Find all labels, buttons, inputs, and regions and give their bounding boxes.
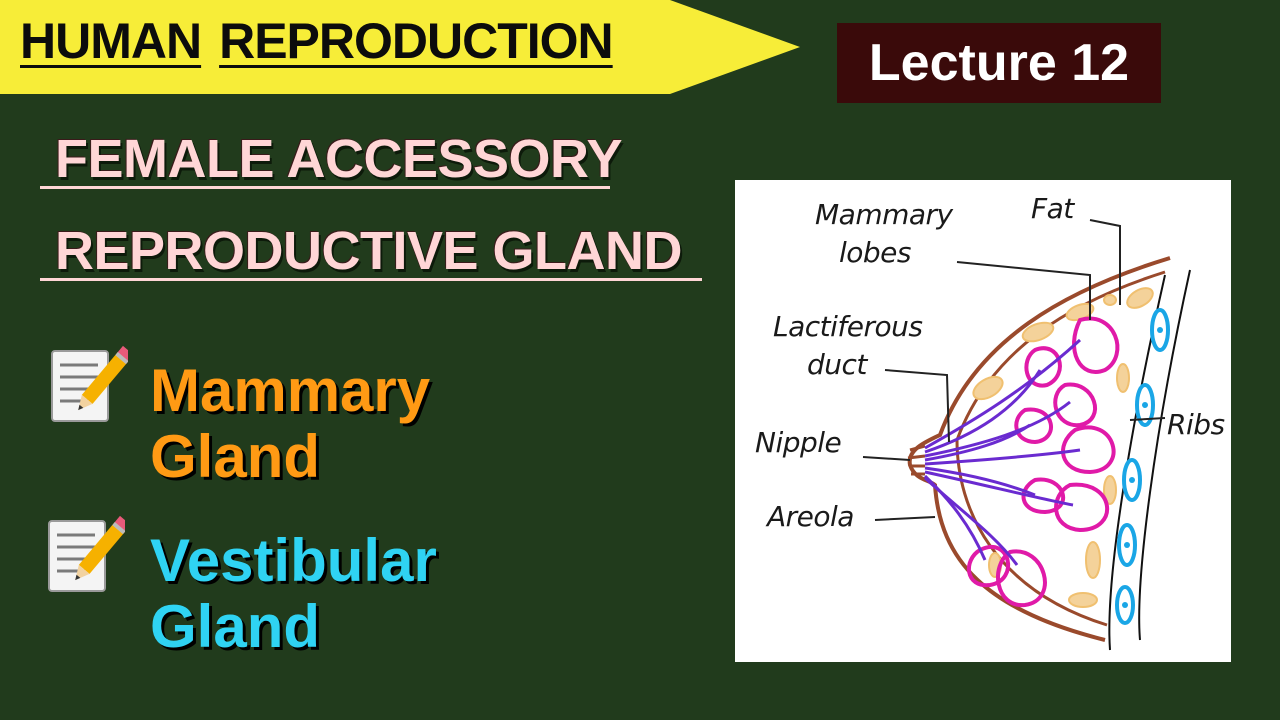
label-mammary: Mammary — [815, 198, 953, 231]
title-line-2: REPRODUCTIVE GLAND — [55, 221, 683, 281]
mammary-gland-diagram: Mammary lobes Fat Lactiferous duct Nippl… — [735, 180, 1231, 662]
memo-icon — [48, 515, 125, 592]
header-banner — [0, 0, 800, 94]
lecture-badge: Lecture 12 — [837, 23, 1161, 103]
title-underline-1 — [40, 186, 610, 189]
memo-icon — [51, 345, 128, 422]
label-ribs: Ribs — [1167, 408, 1225, 441]
header-word-human: HUMAN — [20, 13, 202, 69]
header-title: HUMAN REPRODUCTION — [20, 12, 614, 70]
label-duct: duct — [807, 348, 867, 381]
label-fat: Fat — [1031, 192, 1074, 225]
header-word-reproduction: REPRODUCTION — [219, 13, 614, 69]
mammary-gland-drawing — [862, 219, 1191, 651]
item-mammary-line2: Gland — [150, 423, 321, 490]
label-lactiferous: Lactiferous — [773, 310, 923, 343]
title-line-1: FEMALE ACCESSORY — [55, 129, 623, 189]
label-areola: Areola — [767, 500, 854, 533]
item-vestibular-gland: Vestibular Gland — [150, 528, 437, 660]
item-vestibular-line1: Vestibular — [150, 527, 437, 594]
item-mammary-gland: Mammary Gland — [150, 358, 430, 490]
label-lobes: lobes — [839, 236, 912, 269]
item-vestibular-line2: Gland — [150, 593, 321, 660]
title-underline-2 — [40, 278, 702, 281]
label-nipple: Nipple — [755, 426, 842, 459]
item-mammary-line1: Mammary — [150, 357, 431, 424]
